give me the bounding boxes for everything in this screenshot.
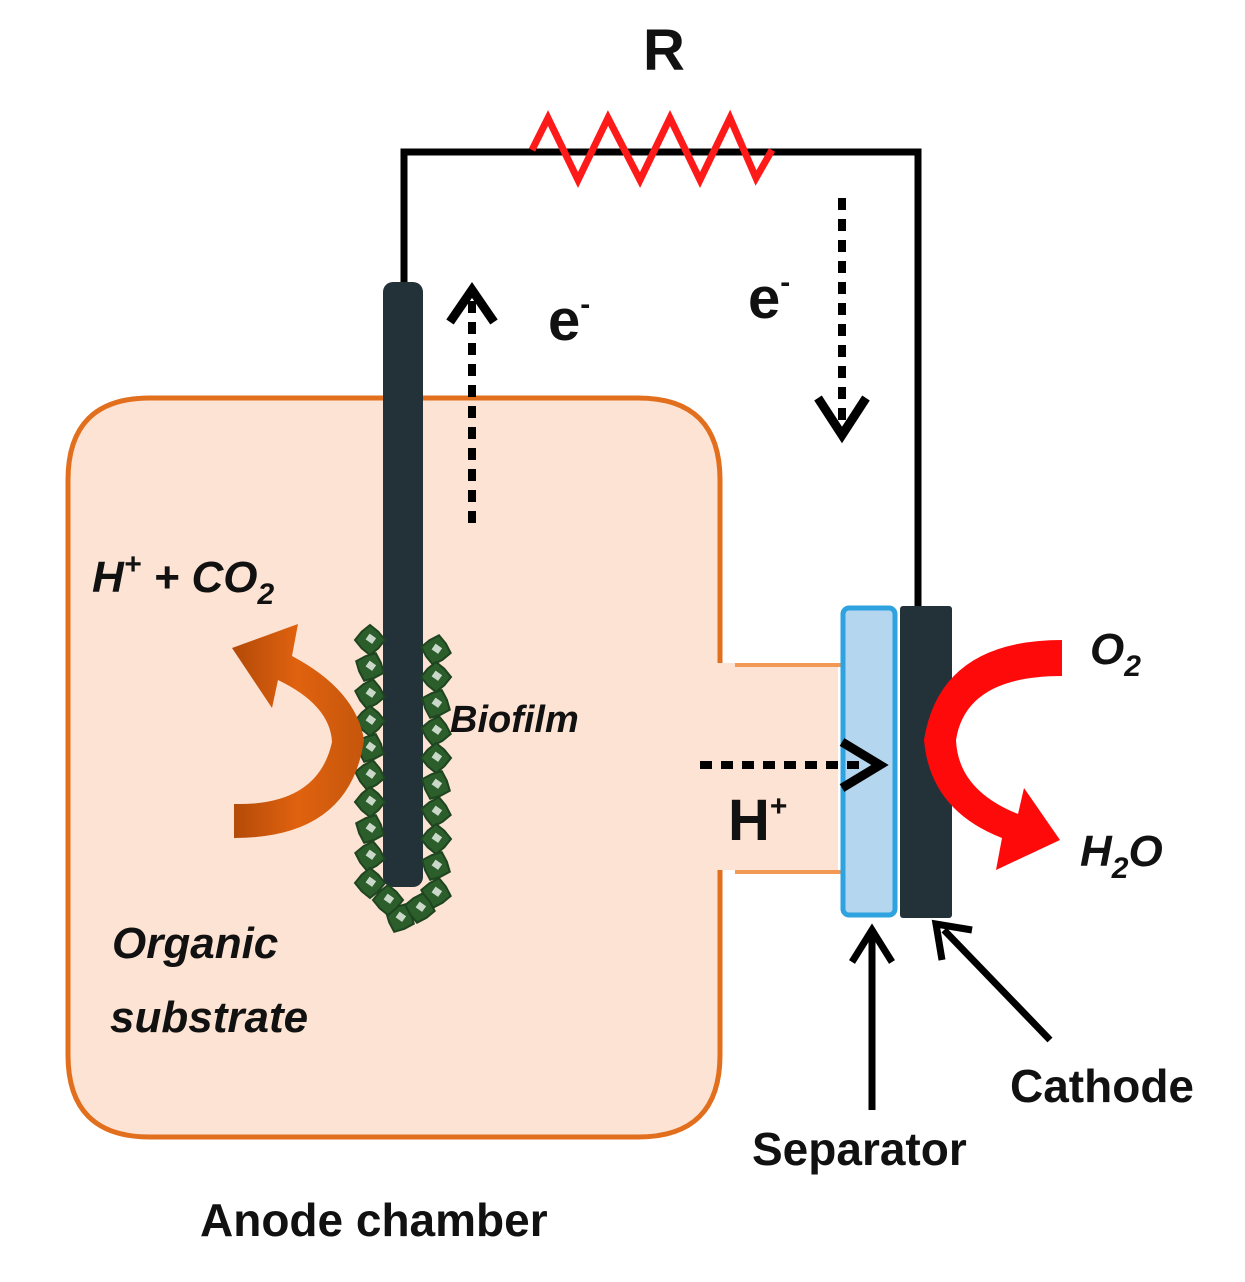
substrate-oxidation-arrow (232, 624, 364, 838)
electron-label-left: e- (548, 288, 590, 353)
biofilm-cell-highlight (365, 660, 377, 671)
biofilm-label: Biofilm (450, 699, 579, 741)
anode-chamber (68, 398, 838, 1137)
biofilm-cell-highlight (431, 805, 443, 816)
organic-substrate-label-line2: substrate (110, 993, 308, 1042)
biofilm-cell-highlight (365, 741, 377, 752)
proton-co2-label: H+ + CO2 (92, 548, 274, 611)
biofilm-cell-highlight (395, 911, 407, 922)
cathode-pointer-arrow (931, 919, 1053, 1043)
circuit-wire (400, 148, 922, 610)
biofilm-cell-highlight (365, 714, 377, 725)
cathode-electrode (900, 606, 952, 918)
biofilm-cell-highlight (365, 633, 377, 644)
biofilm-cell-highlight (431, 643, 443, 654)
biofilm-cell-highlight (365, 849, 377, 860)
biofilm-cell-highlight (431, 886, 443, 897)
biofilm-cell-highlight (431, 670, 443, 681)
biofilm-cell-highlight (431, 832, 443, 843)
resistor-label: R (643, 18, 685, 83)
biofilm-cell-highlight (431, 778, 443, 789)
proton-flow-arrow (700, 738, 889, 792)
oxygen-label: O2 (1090, 625, 1141, 683)
anode-electrode (383, 282, 423, 887)
organic-substrate-label-line1: Organic (112, 919, 278, 968)
proton-transfer-label: H+ (728, 788, 787, 853)
separator-pointer-arrow (849, 923, 895, 1110)
anode-chamber-outline (65, 395, 723, 1140)
biofilm-cell-highlight (415, 901, 427, 912)
biofilm-cell-highlight (431, 724, 443, 735)
electron-label-right: e- (748, 266, 790, 331)
electron-flow-down-arrow (814, 198, 870, 444)
biofilm-cell-highlight (365, 822, 377, 833)
oxygen-reduction-arrow (924, 640, 1062, 870)
separator-label: Separator (752, 1123, 967, 1175)
cathode-label: Cathode (1010, 1060, 1194, 1112)
biofilm-cell-highlight (431, 751, 443, 762)
biofilm-cell-highlight (431, 697, 443, 708)
biofilm-cell-highlight (431, 859, 443, 870)
biofilm-cell-highlight (383, 893, 395, 904)
resistor-zigzag (528, 109, 776, 189)
biofilm-cell-highlight (365, 687, 377, 698)
biofilm-cell-highlight (365, 876, 377, 887)
biofilm-cell-highlight (365, 795, 377, 806)
biofilm-layer (353, 623, 453, 933)
anode-chamber-label: Anode chamber (200, 1194, 548, 1246)
electron-flow-up-arrow (446, 282, 498, 523)
biofilm-cell-highlight (365, 768, 377, 779)
water-label: H2O (1080, 827, 1163, 885)
